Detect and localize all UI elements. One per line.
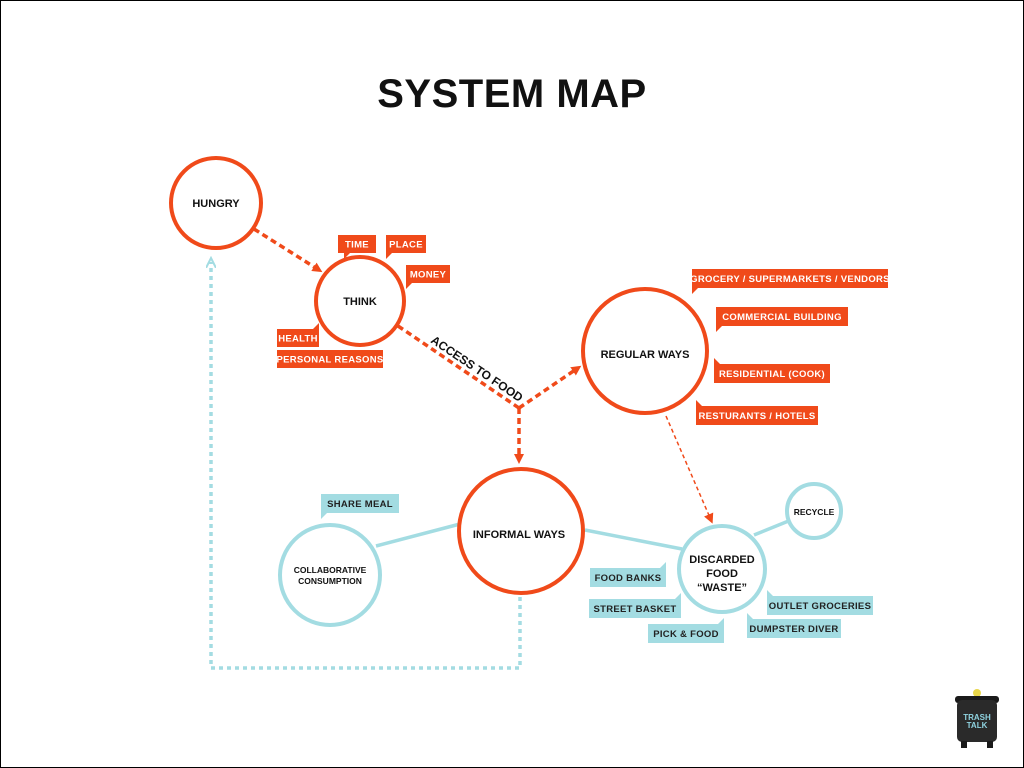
tag-dumpster-diver: DUMPSTER DIVER: [747, 613, 841, 638]
tag-grocery: GROCERY / SUPERMARKETS / VENDORS: [690, 269, 890, 294]
node-regular-ways-label: REGULAR WAYS: [601, 349, 690, 361]
tag-outlet-groceries-label: OUTLET GROCERIES: [769, 601, 871, 612]
tag-grocery-label: GROCERY / SUPERMARKETS / VENDORS: [690, 274, 890, 285]
edge-label-access-to-food: ACCESS TO FOOD: [428, 333, 525, 405]
tag-time-label: TIME: [345, 240, 369, 251]
cooking-pot-icon: TRASH TALK: [955, 688, 1001, 750]
tag-residential: RESIDENTIAL (COOK): [714, 358, 830, 383]
tag-personal-reasons: PERSONAL REASONS: [276, 350, 383, 368]
tag-share-meal-label: SHARE MEAL: [327, 499, 393, 510]
node-collaborative-label-1: COLLABORATIVE: [294, 565, 367, 575]
node-recycle: RECYCLE: [785, 482, 843, 540]
page-title: SYSTEM MAP: [377, 72, 647, 116]
tag-dumpster-diver-label: DUMPSTER DIVER: [749, 624, 838, 635]
tag-food-banks-label: FOOD BANKS: [595, 573, 662, 584]
tag-health-label: HEALTH: [278, 334, 318, 345]
node-discarded-label-2: FOOD: [706, 568, 738, 580]
node-informal-ways: INFORMAL WAYS: [457, 467, 585, 595]
edge-junction-regular: [518, 365, 582, 410]
edge-feedback-loop: [211, 262, 522, 670]
tag-personal-reasons-label: PERSONAL REASONS: [276, 355, 383, 366]
edge-think-junction: [397, 324, 520, 410]
tag-outlet-groceries: OUTLET GROCERIES: [767, 590, 873, 615]
tag-money: MONEY: [406, 265, 450, 289]
node-hungry-label: HUNGRY: [192, 198, 240, 210]
tag-share-meal: SHARE MEAL: [321, 494, 399, 519]
tag-place-label: PLACE: [389, 240, 423, 251]
tag-commercial-building-label: COMMERCIAL BUILDING: [722, 312, 842, 323]
node-informal-ways-label: INFORMAL WAYS: [473, 529, 565, 541]
node-think-label: THINK: [343, 296, 377, 308]
node-discarded-label-1: DISCARDED: [689, 554, 754, 566]
node-discarded-label-3: “WASTE”: [697, 582, 747, 594]
tag-restaurants-hotels: RESTURANTS / HOTELS: [696, 400, 818, 425]
tag-pick-and-food: PICK & FOOD: [648, 618, 724, 643]
tag-street-basket-label: STREET BASKET: [593, 604, 676, 615]
edge-discarded-recycle: [753, 518, 792, 537]
node-regular-ways: REGULAR WAYS: [581, 287, 709, 415]
node-collaborative-consumption: COLLABORATIVE CONSUMPTION: [278, 523, 382, 627]
logo-text: TRASH TALK: [963, 713, 991, 730]
tag-pick-and-food-label: PICK & FOOD: [653, 629, 719, 640]
node-collaborative-label-2: CONSUMPTION: [298, 576, 362, 586]
tag-place: PLACE: [386, 235, 426, 259]
node-recycle-label: RECYCLE: [794, 507, 835, 517]
edge-regular-discarded: [665, 415, 714, 524]
tag-street-basket: STREET BASKET: [589, 593, 681, 618]
edge-hungry-think: [253, 227, 323, 273]
tag-time: TIME: [338, 235, 376, 259]
tag-money-label: MONEY: [410, 270, 447, 281]
tag-food-banks: FOOD BANKS: [590, 562, 666, 587]
edge-collab-informal: [375, 522, 461, 548]
tag-commercial-building: COMMERCIAL BUILDING: [716, 307, 848, 332]
tag-restaurants-hotels-label: RESTURANTS / HOTELS: [698, 411, 815, 422]
edge-informal-discarded: [584, 528, 683, 551]
tag-health: HEALTH: [277, 323, 319, 347]
node-hungry: HUNGRY: [169, 156, 263, 250]
node-discarded-food: DISCARDED FOOD “WASTE”: [677, 524, 767, 614]
node-think: THINK: [314, 255, 406, 347]
tag-residential-label: RESIDENTIAL (COOK): [719, 369, 825, 380]
